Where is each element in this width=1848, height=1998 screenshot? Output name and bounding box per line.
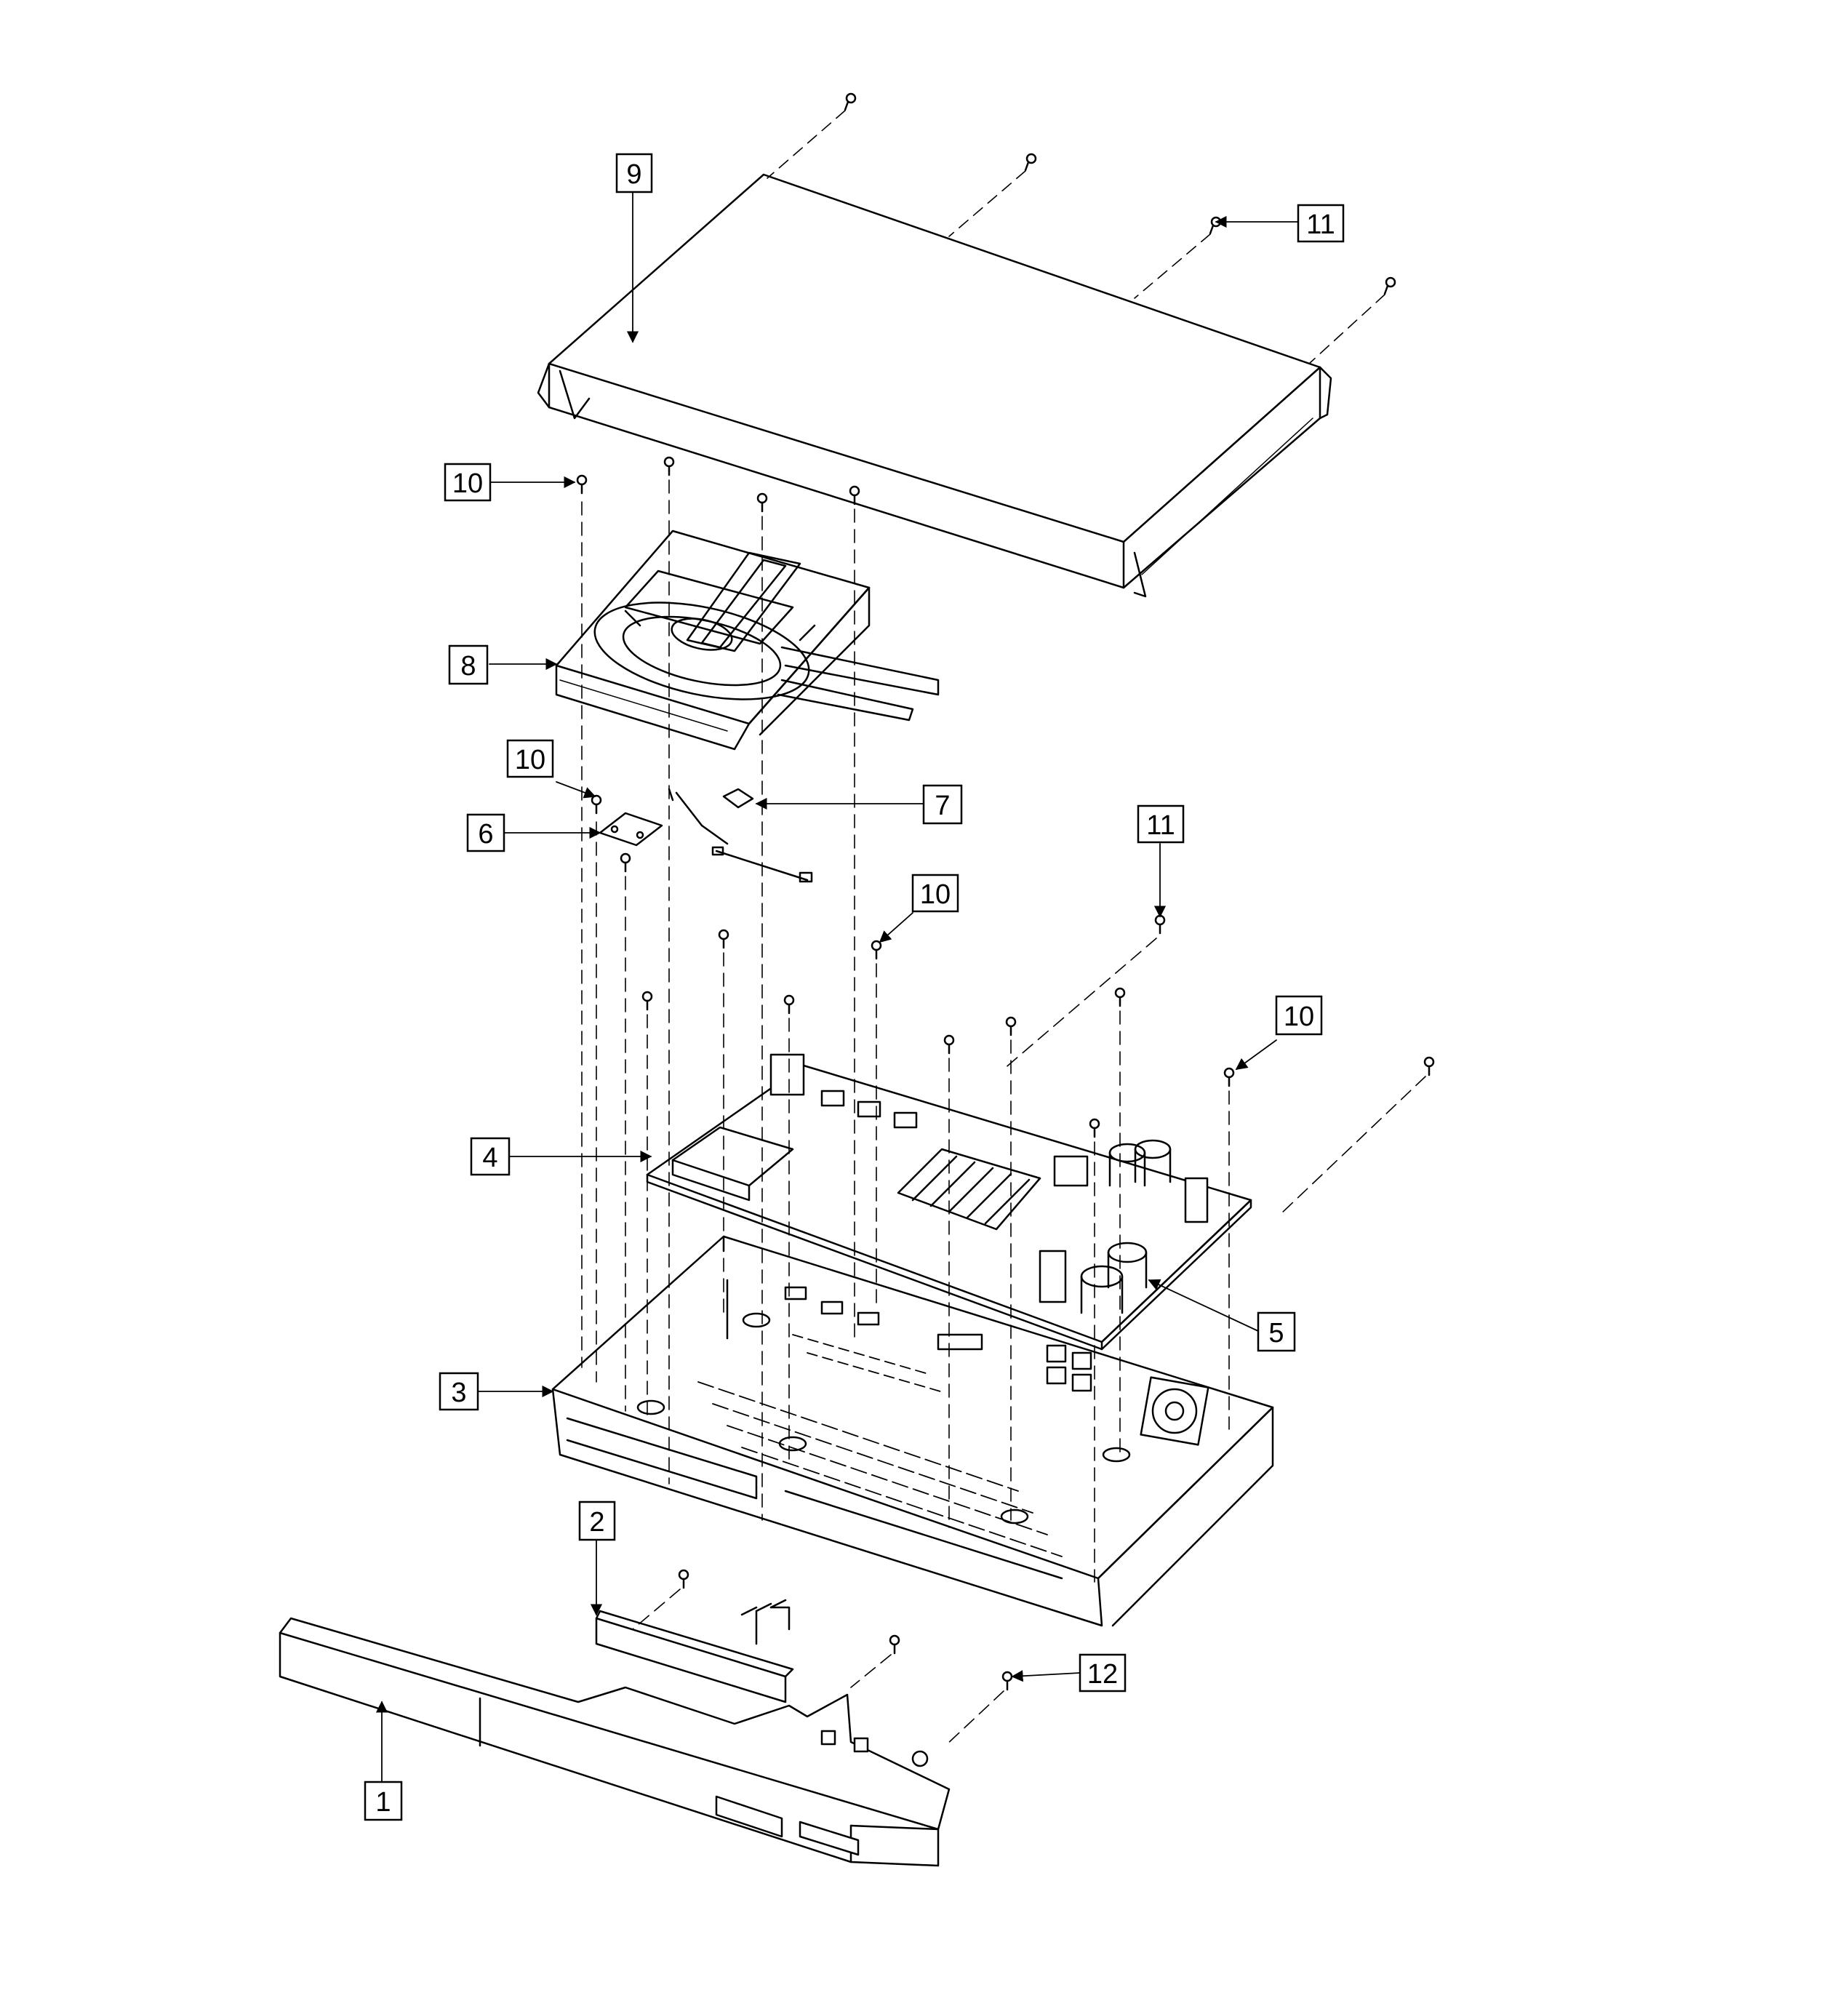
svg-text:5: 5 [1268,1318,1284,1348]
callout-5: 5 [1257,1311,1296,1352]
svg-text:11: 11 [1146,810,1175,841]
assembly-screws [576,456,1435,1691]
callout-10-small: 10 [506,739,554,778]
callout-1: 1 [364,1781,403,1821]
svg-text:9: 9 [626,159,641,190]
callout-6: 6 [466,813,505,852]
svg-text:12: 12 [1087,1659,1118,1690]
sensor-assembly [668,788,813,883]
top-screw-guides [767,110,1385,364]
svg-text:10: 10 [1284,1002,1314,1032]
callout-10-right: 10 [1275,995,1323,1036]
switch-board [599,812,663,847]
svg-text:6: 6 [478,819,493,850]
callout-9: 9 [615,153,653,193]
callout-7: 7 [922,784,963,825]
svg-text:10: 10 [920,879,951,910]
callout-11-top: 11 [1297,204,1345,243]
disc-loader [555,530,940,751]
svg-text:2: 2 [589,1507,604,1538]
top-cover [537,173,1332,598]
callout-4: 4 [470,1137,511,1176]
callout-10-mid: 10 [911,874,959,913]
callout-3: 3 [439,1372,479,1411]
callout-10-upper: 10 [444,463,492,502]
svg-text:4: 4 [482,1143,497,1173]
front-panel [279,1617,951,1867]
svg-text:10: 10 [515,745,545,775]
chassis [551,1235,1274,1627]
callout-8: 8 [448,644,489,685]
callout-12: 12 [1079,1653,1127,1693]
callout-labels: 9 11 10 8 10 7 6 11 10 10 4 5 3 2 12 [364,153,1345,1821]
callout-11-mid: 11 [1137,804,1185,844]
callout-2: 2 [578,1501,616,1541]
svg-text:8: 8 [460,651,476,682]
svg-text:1: 1 [375,1787,391,1818]
svg-text:3: 3 [451,1378,466,1408]
svg-text:7: 7 [935,791,950,821]
svg-text:10: 10 [452,468,483,499]
svg-text:11: 11 [1306,209,1335,240]
leader-lines [375,192,1299,1783]
screw-guides [581,479,1426,1746]
